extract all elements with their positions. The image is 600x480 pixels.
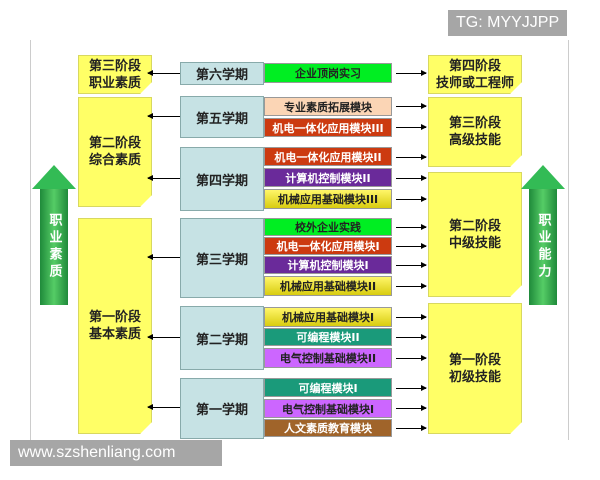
note-line: 基本素质 — [88, 327, 141, 342]
semester-3: 第三学期 — [180, 218, 264, 298]
semester-6: 第六学期 — [180, 62, 264, 85]
note-line: 第三阶段 — [88, 58, 141, 74]
arrow-right — [396, 124, 427, 130]
right-arrow-label: 职业能力 — [529, 189, 557, 305]
module: 计算机控制模块I — [264, 256, 392, 274]
arrow-head-icon — [521, 165, 565, 189]
arrow-left — [147, 404, 180, 410]
arrow-right — [396, 243, 427, 249]
frame-right — [568, 40, 569, 440]
module: 可编程模块I — [264, 378, 392, 397]
right-note-stage4: 第四阶段技师或工程师 — [428, 55, 522, 94]
module: 计算机控制模块II — [264, 168, 392, 187]
semester-2: 第二学期 — [180, 306, 264, 370]
module: 可编程模块II — [264, 328, 392, 346]
watermark-bottom: www.szshenliang.com — [10, 440, 222, 466]
module: 专业素质拓展模块 — [264, 97, 392, 116]
note-line: 技师或工程师 — [435, 75, 514, 91]
arrow-right — [396, 355, 427, 361]
note-line: 初级技能 — [448, 369, 501, 385]
arrow-right — [396, 405, 427, 411]
module: 人文素质教育模块 — [264, 419, 392, 437]
semester-5: 第五学期 — [180, 96, 264, 138]
note-line: 第一阶段 — [88, 310, 141, 325]
module: 机械应用基础模块I — [264, 307, 392, 327]
module: 机械应用基础模块II — [264, 276, 392, 296]
module: 电气控制基础模块I — [264, 399, 392, 418]
module: 机电一体化应用模块II — [264, 147, 392, 166]
arrow-right — [396, 425, 427, 431]
arrow-left — [147, 175, 180, 181]
note-line: 职业素质 — [88, 75, 141, 91]
module: 电气控制基础模块II — [264, 348, 392, 368]
arrow-right — [396, 196, 427, 202]
arrow-left — [147, 254, 180, 260]
right-up-arrow: 职业能力 — [521, 165, 565, 305]
arrow-head-icon — [32, 165, 76, 189]
arrow-right — [396, 154, 427, 160]
semester-4: 第四学期 — [180, 147, 264, 211]
note-line: 中级技能 — [448, 235, 501, 251]
left-note-stage3: 第三阶段职业素质 — [78, 55, 152, 94]
arrow-right — [396, 314, 427, 320]
arrow-left — [147, 113, 180, 119]
semester-1: 第一学期 — [180, 378, 264, 439]
arrow-right — [396, 70, 427, 76]
module: 校外企业实践 — [264, 218, 392, 236]
arrow-right — [396, 224, 427, 230]
module: 机电一体化应用模块III — [264, 118, 392, 137]
arrow-right — [396, 103, 427, 109]
note-line: 第二阶段 — [88, 136, 141, 151]
left-note-stage1: 第一阶段基本素质 — [78, 218, 152, 434]
note-line: 第一阶段 — [448, 352, 501, 368]
module: 机械应用基础模块III — [264, 189, 392, 209]
left-note-stage2: 第二阶段综合素质 — [78, 97, 152, 207]
right-note-stage3: 第三阶段高级技能 — [428, 97, 522, 167]
left-arrow-label: 职业素质 — [40, 189, 68, 305]
module: 机电一体化应用模块I — [264, 237, 392, 255]
note-line: 第四阶段 — [448, 58, 501, 74]
arrow-right — [396, 262, 427, 268]
arrow-right — [396, 334, 427, 340]
watermark-top: TG: MYYJJPP — [448, 10, 568, 36]
left-up-arrow: 职业素质 — [32, 165, 76, 305]
note-line: 第二阶段 — [448, 218, 501, 234]
arrow-right — [396, 175, 427, 181]
frame-left — [30, 40, 31, 440]
right-note-stage2: 第二阶段中级技能 — [428, 172, 522, 297]
module: 企业顶岗实习 — [264, 63, 392, 83]
arrow-right — [396, 385, 427, 391]
note-line: 第三阶段 — [448, 116, 501, 131]
arrow-right — [396, 283, 427, 289]
note-line: 高级技能 — [448, 133, 501, 148]
right-note-stage1: 第一阶段初级技能 — [428, 303, 522, 434]
arrow-left — [147, 334, 180, 340]
arrow-left — [147, 70, 180, 76]
note-line: 综合素质 — [88, 153, 141, 168]
